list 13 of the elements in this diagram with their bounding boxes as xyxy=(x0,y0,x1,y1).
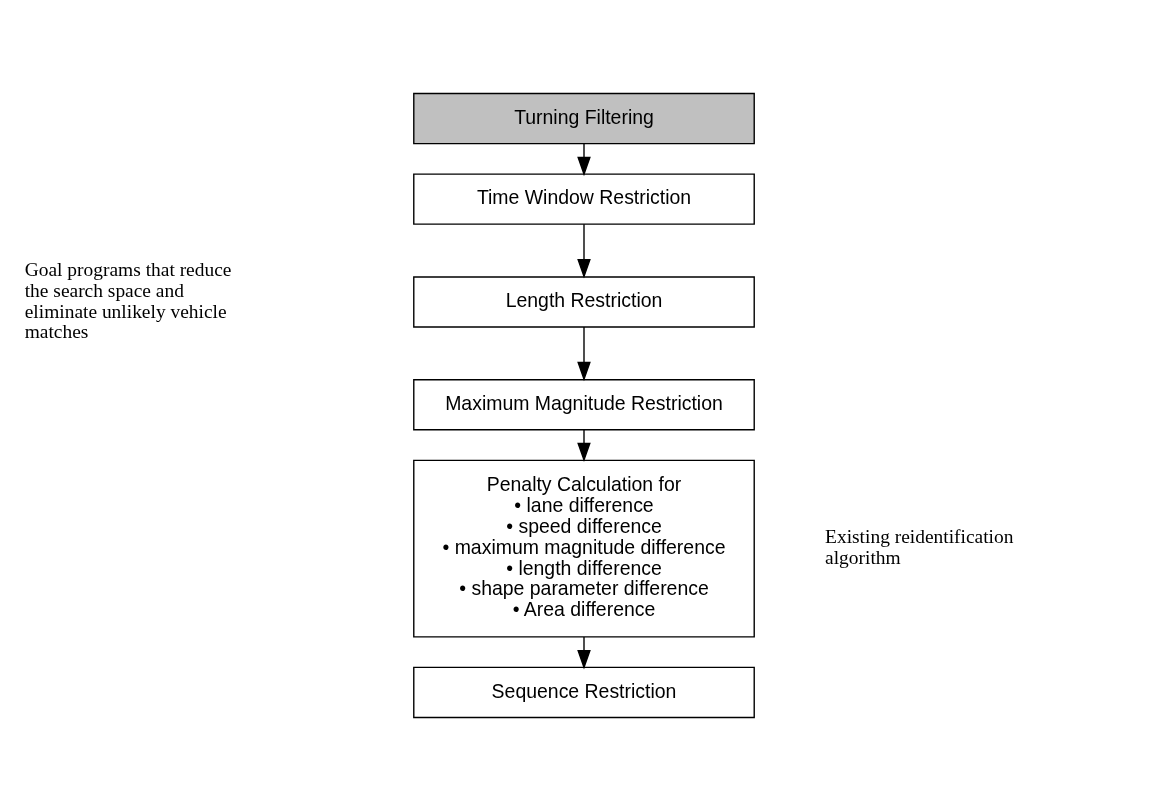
node-box: Length Restriction xyxy=(413,275,755,328)
arrow xyxy=(577,142,591,176)
arrow xyxy=(577,635,591,669)
node-box: Maximum Magnitude Restriction xyxy=(413,378,755,430)
node-box: Sequence Restriction xyxy=(413,666,755,718)
node-box: Turning Filtering xyxy=(413,92,755,144)
label: Existing reidentification algorithm xyxy=(825,525,1014,568)
arrow xyxy=(577,325,591,381)
arrow xyxy=(577,428,591,462)
label: Goal programs that reduce the search space and eliminate unlikely vehicle matches xyxy=(24,258,232,342)
arrow xyxy=(577,223,591,278)
node-box: Time Window Restriction xyxy=(413,172,755,225)
node-box: Penalty Calculation for • lane difference • speed difference • maximum magnitude difference • length difference • shape parameter difference • Area difference xyxy=(413,459,755,638)
